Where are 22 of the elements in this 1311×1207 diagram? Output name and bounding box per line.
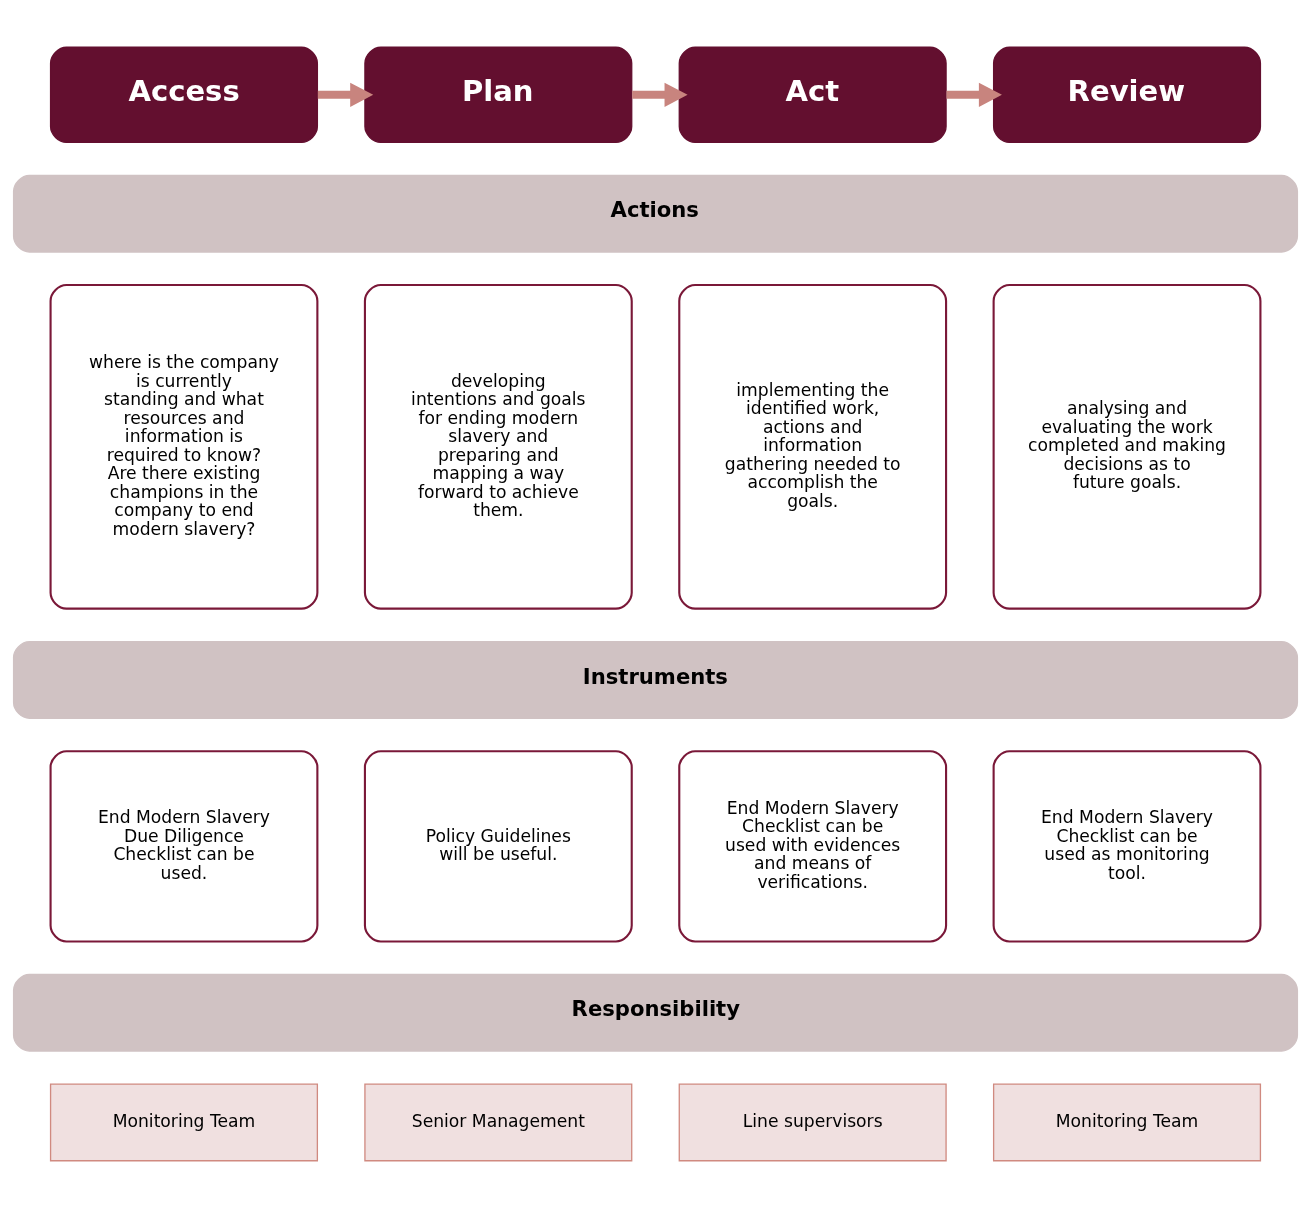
node-box: Senior Management xyxy=(364,1082,633,1161)
node-box: implementing the identified work, actions and information gathering needed to accomplish the goals. xyxy=(678,283,948,610)
arrow xyxy=(632,82,688,107)
node-box: Actions xyxy=(12,174,1299,253)
node-box: Policy Guidelines will be useful. xyxy=(363,749,633,942)
node-box: Plan xyxy=(364,46,633,143)
arrow xyxy=(317,82,374,107)
node-box: Monitoring Team xyxy=(992,1082,1262,1161)
node-box: End Modern Slavery Checklist can be used as monitoring tool. xyxy=(992,749,1262,942)
arrow xyxy=(946,82,1002,107)
node-box: developing intentions and goals for ending modern slavery and preparing and mapping a way forward to achieve them. xyxy=(363,283,633,610)
node-box: Act xyxy=(678,46,947,143)
node-box: End Modern Slavery Checklist can be used with evidences and means of verifications. xyxy=(678,749,948,942)
node-box: Instruments xyxy=(12,640,1299,719)
node-box: Responsibility xyxy=(12,973,1299,1052)
node-box: analysing and evaluating the work completed and making decisions as to future goals. xyxy=(992,283,1262,610)
node-box: Monitoring Team xyxy=(49,1082,319,1161)
node-box: Access xyxy=(49,46,319,143)
node-box: where is the company is currently standing and what resources and information is required to know? Are there existing champions in the company to end modern slavery? xyxy=(49,283,319,610)
node-box: Review xyxy=(992,46,1262,143)
node-box: End Modern Slavery Due Diligence Checklist can be used. xyxy=(49,749,319,942)
node-box: Line supervisors xyxy=(678,1082,947,1161)
